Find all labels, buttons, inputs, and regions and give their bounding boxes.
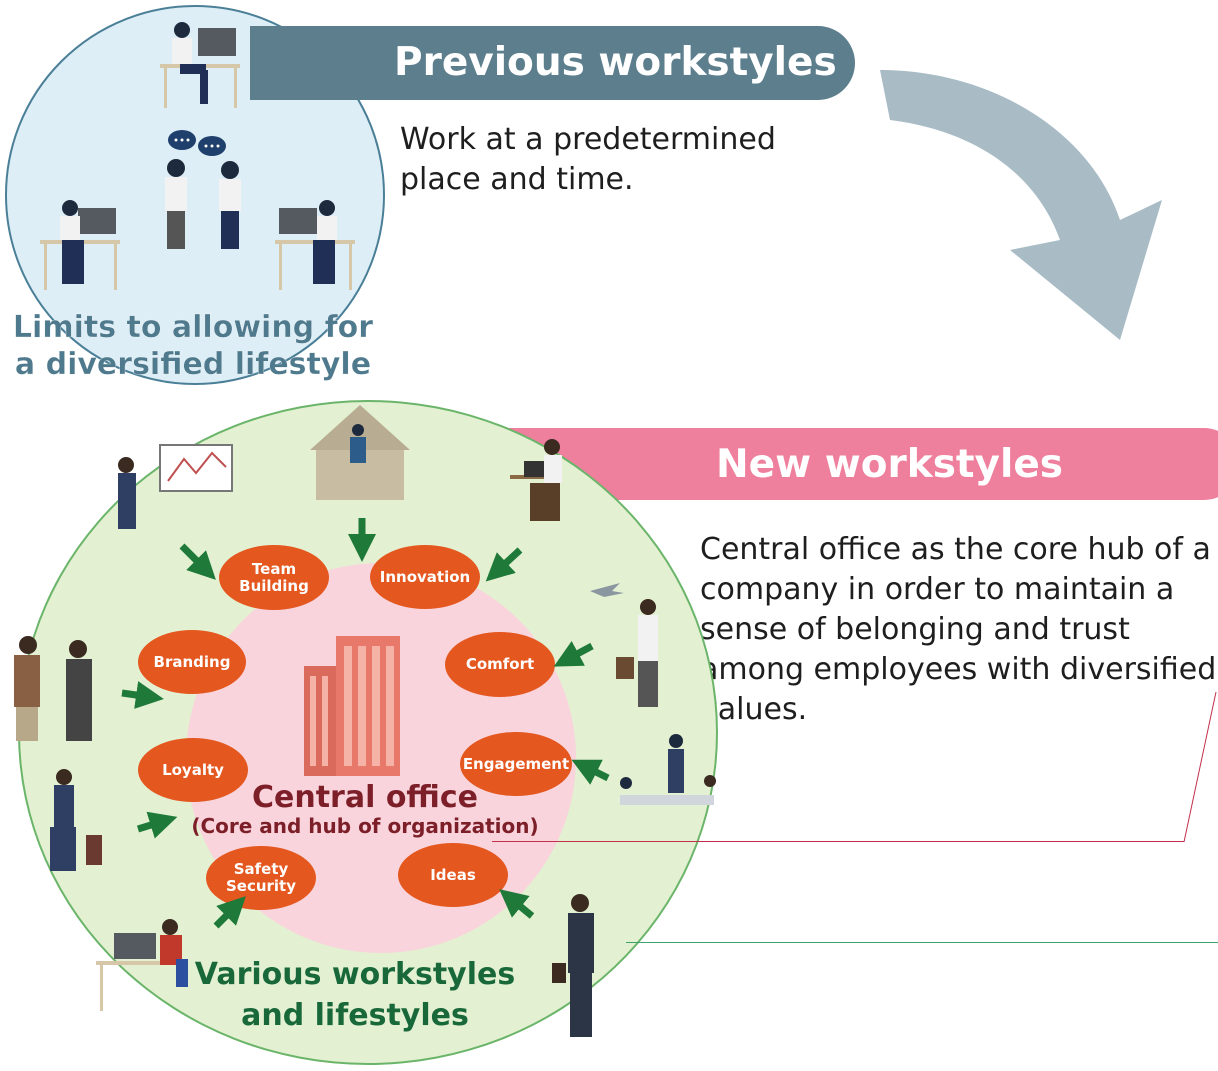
- oval-engagement: Engagement: [460, 732, 572, 796]
- connector-line-red-diagonal: [1183, 691, 1217, 843]
- central-office-title: Central office: [251, 780, 479, 815]
- previous-workstyles-caption: Limits to allowing for a diversified lif…: [12, 310, 374, 382]
- connector-line-green: [626, 942, 1218, 943]
- traveler-illustration: [616, 599, 658, 707]
- oval-ideas: Ideas: [398, 843, 508, 907]
- presenter-illustration: [118, 444, 233, 529]
- previous-workstyles-banner: [250, 26, 855, 100]
- oval-comfort: Comfort: [445, 632, 555, 697]
- lifestyle-people-illustration: [14, 405, 716, 1037]
- connector-line-red: [492, 841, 1184, 842]
- businessman-illustration: [552, 894, 594, 1037]
- desk-worker-illustration: [160, 22, 240, 108]
- previous-office-illustration: [40, 22, 355, 290]
- oval-safety-security: Safety Security: [206, 846, 316, 910]
- office-building-icon: [304, 636, 400, 776]
- meeting-group-illustration: [620, 734, 716, 805]
- previous-workstyles-description: Work at a predetermined place and time.: [400, 122, 776, 197]
- desk-worker-illustration: [96, 919, 188, 1011]
- oval-innovation: Innovation: [370, 545, 480, 609]
- desk-worker-illustration: [40, 200, 120, 290]
- previous-workstyles-title: Previous workstyles: [394, 40, 837, 85]
- desk-worker-illustration: [275, 200, 355, 290]
- home-worker-illustration: [310, 405, 410, 500]
- oval-loyalty: Loyalty: [138, 738, 248, 802]
- transition-arrow-icon: [880, 70, 1162, 340]
- talking-pair-illustration: [165, 130, 241, 249]
- central-office-subtitle: (Core and hub of organization): [191, 814, 539, 838]
- new-workstyles-description: Central office as the core hub of a comp…: [700, 532, 1217, 727]
- new-workstyles-title: New workstyles: [716, 442, 1064, 487]
- high-five-pair-illustration: [14, 636, 92, 741]
- oval-team-building: Team Building: [219, 545, 329, 610]
- laptop-worker-illustration: [510, 439, 562, 521]
- walking-traveler-illustration: [50, 769, 102, 871]
- airplane-icon: [590, 583, 624, 597]
- various-workstyles-caption: Various workstyles and lifestyles: [194, 957, 516, 1033]
